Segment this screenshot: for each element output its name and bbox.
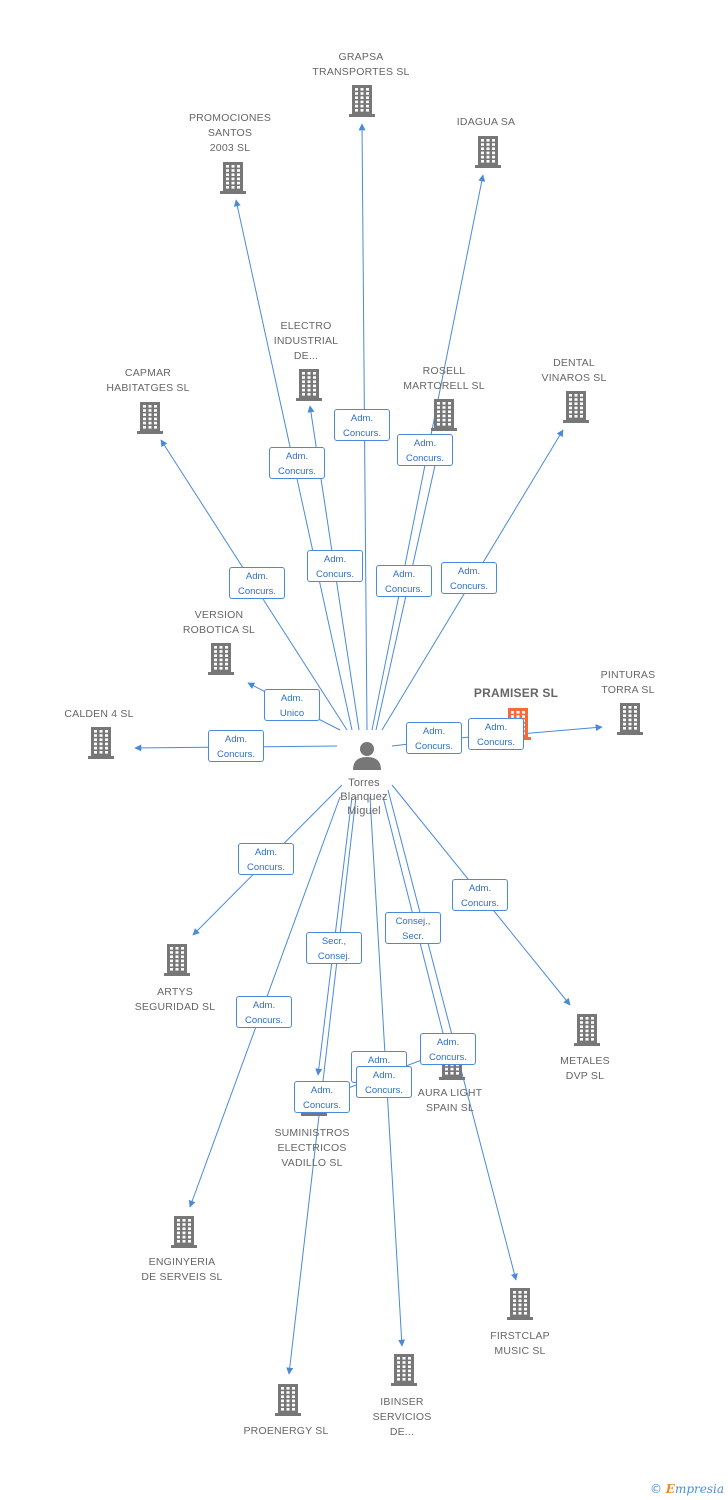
node-label-ibinser[interactable]: IBINSER SERVICIOS DE... [372, 1396, 432, 1438]
building-icon-enginyeria[interactable] [171, 1216, 197, 1248]
edge-label-e-grapsa: Adm. Concurs. [334, 409, 390, 441]
edge-label-e-enginyeria: Adm. Concurs. [236, 996, 292, 1028]
node-label-grapsa[interactable]: GRAPSA TRANSPORTES SL [312, 51, 410, 78]
node-label-version[interactable]: VERSION ROBOTICA SL [182, 609, 256, 636]
node-label-enginyeria[interactable]: ENGINYERIA DE SERVEIS SL [141, 1256, 223, 1283]
edge-label-e-idagua: Adm. Concurs. [397, 434, 453, 466]
node-label-artys[interactable]: ARTYS SEGURIDAD SL [134, 986, 216, 1013]
edge-label-e-promociones: Adm. Concurs. [269, 447, 325, 479]
edge-label-e-dental: Adm. Concurs. [441, 562, 497, 594]
edge-label-e-aura1: Consej., Secr. [385, 912, 441, 944]
edge-label-e-rosell: Adm. Concurs. [376, 565, 432, 597]
edge-label-e-pramiser: Adm. Concurs. [406, 722, 462, 754]
node-label-aura[interactable]: AURA LIGHT SPAIN SL [417, 1087, 483, 1114]
node-label-pramiser[interactable]: PRAMISER SL [473, 686, 559, 700]
person-name[interactable]: Torres Blanquez Miguel [340, 777, 388, 817]
building-icon-calden[interactable] [88, 727, 114, 759]
person-icon[interactable] [353, 742, 381, 770]
edge-label-e-aura3: Adm. Concurs. [356, 1066, 412, 1098]
building-icon-idagua[interactable] [475, 136, 501, 168]
edge-label-e-pinturas: Adm. Concurs. [468, 718, 524, 750]
building-icon-promociones[interactable] [220, 162, 246, 194]
edge-label-e-metales: Adm. Concurs. [452, 879, 508, 911]
edge-label-e-electro: Adm. Concurs. [307, 550, 363, 582]
edge-label-e-capmar: Adm. Concurs. [229, 567, 285, 599]
node-label-idagua[interactable]: IDAGUA SA [456, 116, 516, 128]
building-icon-metales[interactable] [574, 1014, 600, 1046]
building-icon-dental[interactable] [563, 391, 589, 423]
edge-label-e-calden: Adm. Concurs. [208, 730, 264, 762]
building-icon-ibinser[interactable] [391, 1354, 417, 1386]
edge-label-e-artys: Adm. Concurs. [238, 843, 294, 875]
edge-label-e-version: Adm. Unico [264, 689, 320, 721]
edge-label-e-proenergy: Adm. Concurs. [294, 1081, 350, 1113]
building-icon-capmar[interactable] [137, 402, 163, 434]
node-label-pinturas[interactable]: PINTURAS TORRA SL [600, 669, 656, 696]
node-label-metales[interactable]: METALES DVP SL [560, 1055, 610, 1082]
node-label-calden[interactable]: CALDEN 4 SL [64, 708, 134, 720]
building-icon-electro[interactable] [296, 369, 322, 401]
node-label-electro[interactable]: ELECTRO INDUSTRIAL DE... [273, 320, 339, 362]
building-icon-version[interactable] [208, 643, 234, 675]
building-icon-pinturas[interactable] [617, 703, 643, 735]
node-label-rosell[interactable]: ROSELL MARTORELL SL [403, 365, 485, 392]
node-label-dental[interactable]: DENTAL VINAROS SL [541, 357, 607, 384]
node-label-capmar[interactable]: CAPMAR HABITATGES SL [106, 367, 190, 394]
edge-label-e-suministros1: Secr., Consej. [306, 932, 362, 964]
node-label-promociones[interactable]: PROMOCIONES SANTOS 2003 SL [188, 112, 272, 154]
empresia-logo: © Empresia [649, 1482, 724, 1496]
building-icon-artys[interactable] [164, 944, 190, 976]
building-icon-rosell[interactable] [431, 399, 457, 431]
node-label-proenergy[interactable]: PROENERGY SL [243, 1425, 329, 1437]
building-icon-proenergy[interactable] [275, 1384, 301, 1416]
building-icon-firstclap[interactable] [507, 1288, 533, 1320]
edge-label-e-aura2: Adm. Concurs. [420, 1033, 476, 1065]
node-label-firstclap[interactable]: FIRSTCLAP MUSIC SL [490, 1330, 550, 1357]
building-icon-grapsa[interactable] [349, 85, 375, 117]
node-label-suministros[interactable]: SUMINISTROS ELECTRICOS VADILLO SL [274, 1127, 350, 1169]
